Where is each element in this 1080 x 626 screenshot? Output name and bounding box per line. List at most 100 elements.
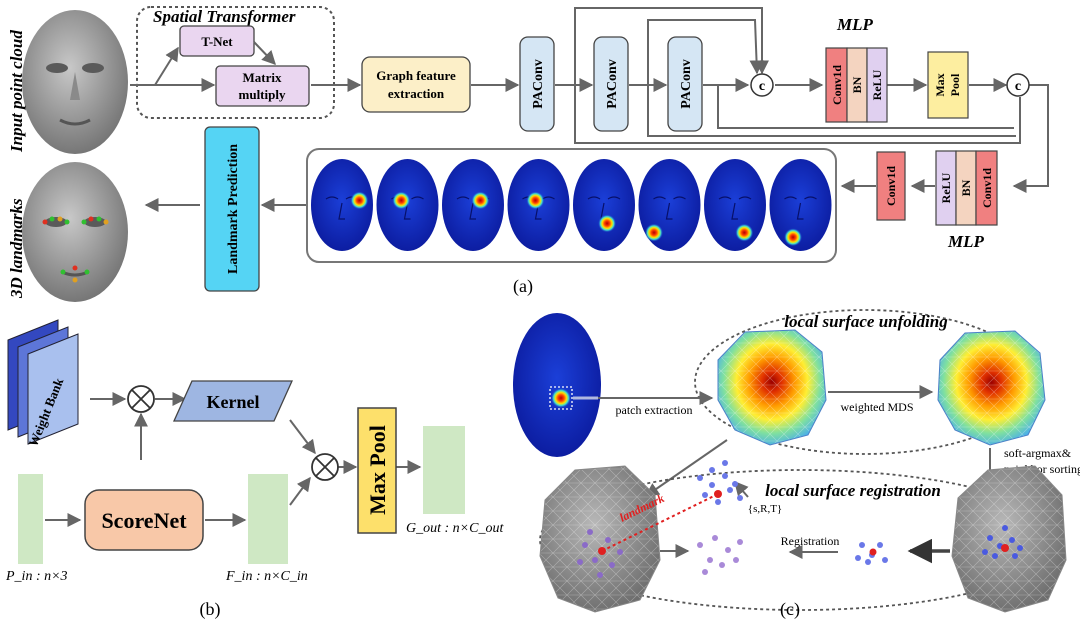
unfolded-surface-2 <box>937 330 1046 446</box>
kernel-label: Kernel <box>207 392 260 412</box>
landmarks-face-image <box>22 162 128 302</box>
gray-surface-left <box>539 465 661 613</box>
arrows-b <box>45 392 422 527</box>
point <box>592 557 598 563</box>
g-out-label: G_out : n×C_out <box>406 521 504 536</box>
point <box>882 557 888 563</box>
point <box>1012 553 1018 559</box>
heatmap-face <box>638 159 701 251</box>
concat-symbol-2: c <box>1015 79 1021 94</box>
mlp-top-relu: ReLU <box>870 69 884 100</box>
heatmap-strip <box>311 159 832 251</box>
point <box>719 562 725 568</box>
arrows-main <box>144 7 1049 212</box>
mlp-bottom-block: ReLU BN Conv1d <box>935 150 998 226</box>
point <box>714 490 722 498</box>
point <box>859 542 865 548</box>
point <box>727 487 733 493</box>
scorenet-box <box>84 489 204 551</box>
point <box>598 547 606 555</box>
point-clouds <box>577 460 1023 578</box>
point <box>712 535 718 541</box>
patch-extraction-label: patch extraction <box>616 403 693 417</box>
point <box>697 542 703 548</box>
spatial-transformer-box <box>136 6 335 119</box>
point <box>707 557 713 563</box>
point <box>577 559 583 565</box>
mlp-top-title: MLP <box>836 15 874 34</box>
unfolding-title: local surface unfolding <box>784 312 948 331</box>
srt-label: {s,R,T} <box>748 503 782 515</box>
point <box>877 542 883 548</box>
paconv-3: PAConv <box>667 36 703 132</box>
point <box>733 557 739 563</box>
mlp-top-block: Conv1d BN ReLU <box>825 47 888 123</box>
point <box>722 473 728 479</box>
f-in-label: F_in : n×C_in <box>225 569 308 584</box>
mlp-bottom-title: MLP <box>947 232 985 251</box>
point <box>722 460 728 466</box>
heatmap-face <box>769 159 832 251</box>
point <box>702 492 708 498</box>
caption-c: (c) <box>780 599 800 620</box>
mlp-bottom-bn: BN <box>959 179 973 196</box>
point <box>605 537 611 543</box>
point <box>865 559 871 565</box>
mlp-top-conv1d: Conv1d <box>830 65 844 105</box>
spatial-transformer-title: Spatial Transformer <box>153 7 296 26</box>
registration-title: local surface registration <box>765 481 941 500</box>
arrows-spatial <box>130 41 362 92</box>
paconv-1-label: PAConv <box>531 59 546 109</box>
point <box>992 553 998 559</box>
heatmap-face <box>311 159 373 251</box>
point <box>855 555 861 561</box>
mlp-top-bn: BN <box>850 76 864 93</box>
point <box>597 572 603 578</box>
heatmap-face <box>704 159 766 251</box>
paconv-2-label: PAConv <box>605 59 620 109</box>
caption-a: (a) <box>513 276 533 297</box>
mlp-bottom-conv1d: Conv1d <box>980 168 994 208</box>
point <box>582 542 588 548</box>
source-heatmap-face <box>513 313 601 457</box>
point <box>737 539 743 545</box>
maxpool-a-line1: Max <box>933 73 947 96</box>
mlp-bottom-relu: ReLU <box>939 172 953 203</box>
point <box>1009 537 1015 543</box>
point <box>702 569 708 575</box>
multiply-cross-2 <box>315 457 335 477</box>
point <box>1017 545 1023 551</box>
weight-bank <box>7 319 79 445</box>
point <box>987 535 993 541</box>
point <box>982 549 988 555</box>
landmark-prediction-label: Landmark Prediction <box>226 144 241 274</box>
point <box>869 548 877 556</box>
point <box>709 467 715 473</box>
arrows-c <box>598 385 997 559</box>
registration-label: Registration <box>781 534 840 548</box>
heatmap-face <box>573 159 635 251</box>
f-in-bar <box>248 474 288 564</box>
heatmap-face <box>507 159 570 251</box>
kernel-shape <box>172 380 294 422</box>
paconv-2: PAConv <box>593 36 629 132</box>
concat-circle-2 <box>1006 73 1030 97</box>
point <box>697 475 703 481</box>
landmark-prediction-box <box>204 126 260 292</box>
point <box>737 495 743 501</box>
matrix-multiply-line1: Matrix <box>243 70 282 85</box>
multiply-cross-1 <box>131 389 151 409</box>
input-face-image <box>22 10 128 154</box>
paconv-3-label: PAConv <box>679 59 694 109</box>
point <box>709 482 715 488</box>
point <box>617 549 623 555</box>
conv1d-single-label: Conv1d <box>884 166 898 206</box>
point <box>1001 544 1009 552</box>
concat-symbol-1: c <box>759 79 765 94</box>
3d-landmarks-label: 3D landmarks <box>7 198 26 299</box>
graph-feature-line1: Graph feature <box>376 68 456 83</box>
paconv-1: PAConv <box>519 36 555 132</box>
weighted-mds-label: weighted MDS <box>841 400 914 414</box>
g-out-bar <box>423 426 465 514</box>
maxpool-b-label: Max Pool <box>365 425 390 515</box>
